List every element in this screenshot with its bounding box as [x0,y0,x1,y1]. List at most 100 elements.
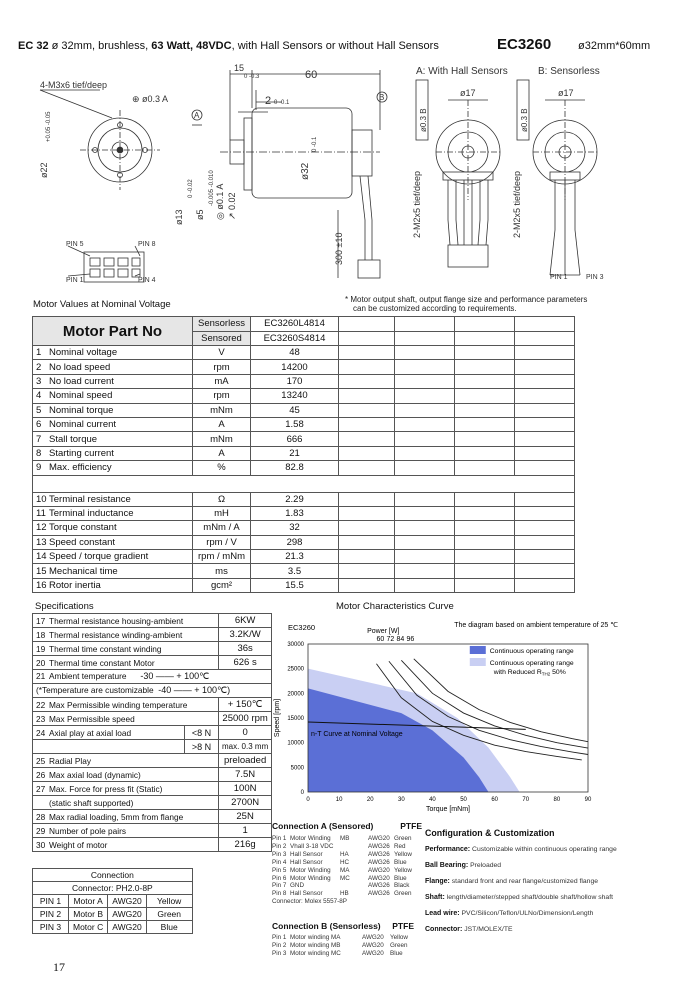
pin4-label: PIN 4 [138,277,156,284]
row-number: 4 [36,390,42,402]
list-item: Shaft: length/diameter/stepped shaft/dou… [425,894,613,901]
row-name: Max. efficiency [49,462,112,474]
row-value: 2700N [217,795,273,810]
row-value: 13240 [250,388,339,404]
axial-cond-1: <8 N [184,725,219,740]
row-name: (static shaft supported) [49,797,134,808]
dia-17-a: ø17 [460,88,476,98]
row-unit: mA [192,373,251,390]
model-title: EC3260 [497,36,552,53]
row-value: 216g [217,837,273,852]
row-value: 14200 [250,359,339,375]
note-line-2: can be customized according to requireme… [353,304,517,313]
motor-values-title: Motor Values at Nominal Voltage [33,299,171,310]
desc-post: , with Hall Sensors or without Hall Sens… [231,40,439,52]
row-unit: % [192,460,251,476]
row-name: Terminal resistance [49,493,131,505]
customization-note: * Motor output shaft, output flange size… [345,295,587,313]
marker-b: B [379,93,384,102]
conn-pin: PIN 1 [32,894,69,908]
row-unit: mNm / A [192,520,251,536]
row-number: 10 [36,493,47,505]
nt-curve-label: n-T Curve at Nominal Voltage [311,731,403,738]
row-value: 21.3 [250,549,339,565]
dia-5-tol: -0.005 -0.010 [209,170,215,206]
technical-drawing: 4-M3x6 tief/deep 15 0 -0.3 60 2 0 -0.1 ⊕… [39,63,604,284]
row-value: 6KW [217,613,273,628]
page-number: 17 [53,960,65,974]
y-tick-label: 0 [301,790,305,796]
row-name: Starting current [49,447,114,459]
row-number: 19 [36,643,46,654]
row-unit: rpm [192,359,251,375]
row-name: No load current [49,375,114,387]
y-tick-label: 30000 [287,642,304,648]
row-number: 16 [36,580,47,592]
label-b: B: Sensorless [538,66,600,77]
x-tick-label: 20 [367,797,374,803]
row-name: Max Permissible speed [49,713,135,724]
row-number: 15 [36,565,47,577]
row-number: 2 [36,361,42,373]
row-name: Max. Force for press fit (Static) [49,783,163,794]
row-number: 8 [36,447,42,459]
list-item: Flange: standard front and rear flange/c… [425,878,599,885]
axial-val-2: max. 0.3 mm [217,739,273,754]
row-number: 11 [36,508,46,520]
dia-22: ø22 [39,162,49,178]
row-value: 100N [217,781,273,796]
row-number: 28 [36,811,46,822]
pin1-label: PIN 1 [66,277,84,284]
axial-cond-2: >8 N [184,739,219,754]
row-unit: mH [192,505,251,522]
chart-title: EC3260 [288,623,315,632]
row-number: 7 [36,433,42,445]
tol-a: ⊕ ø0.3 A [132,94,168,104]
chart-subtitle: The diagram based on ambient temperature… [454,622,618,629]
row-name: Number of pole pairs [49,825,127,836]
conn-a-ptfe: PTFE [400,821,422,831]
row-name: No load speed [49,361,111,373]
conn-pin: PIN 2 [32,907,69,921]
note-line-1: * Motor output shaft, output flange size… [345,295,588,304]
tol-b-b: ø0.3 B [520,108,529,132]
row-name: Stall torque [49,433,98,445]
row-number: 5 [36,404,42,416]
row-value: 298 [250,534,339,551]
dia-13-tol: 0 -0.02 [188,179,194,198]
len-15: 15 [234,63,244,73]
row-number: 27 [36,783,46,794]
row-number: 12 [36,522,47,534]
x-tick-label: 50 [460,797,467,803]
row-unit: mNm [192,402,251,418]
connection-title: Connection [32,868,193,882]
tol-run: ↗ 0.02 [227,192,237,220]
row-unit: rpm / mNm [192,549,251,565]
mount-label: 4-M3x6 tief/deep [40,80,107,90]
row-value: 32 [250,520,339,536]
row-name: Max axial load (dynamic) [49,769,141,780]
sensored-part-no: EC3260S4814 [250,330,339,346]
conn-b-ptfe: PTFE [392,921,414,931]
row-value: 666 [250,431,339,447]
row-number: 6 [36,419,42,431]
len-2: 2 [265,95,271,107]
